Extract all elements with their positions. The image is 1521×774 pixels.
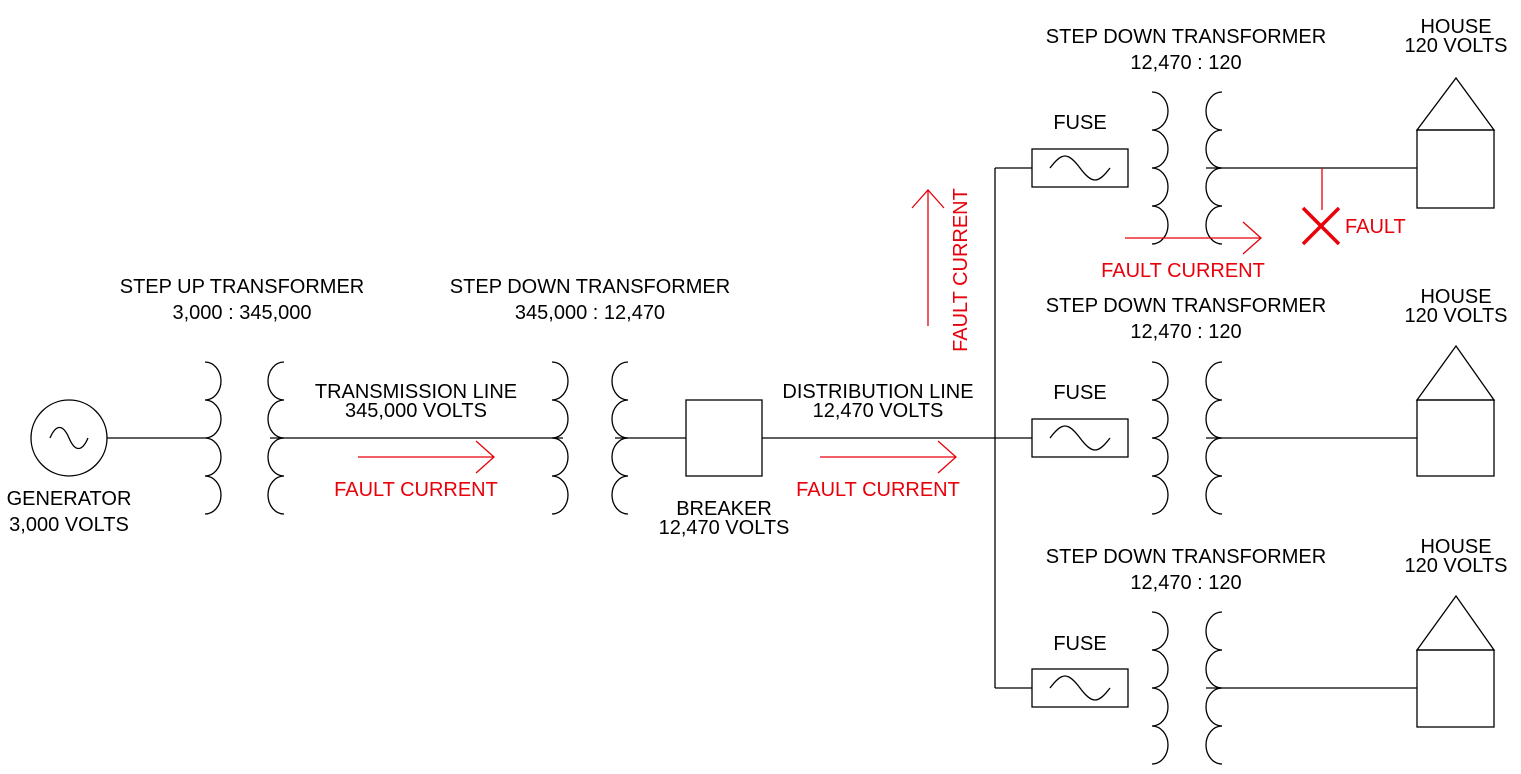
branch-1-fuse — [1031, 148, 1129, 188]
fault-current-label-branch-1: FAULT CURRENT — [1101, 260, 1265, 282]
step-up-transformer — [204, 361, 285, 515]
generator — [30, 399, 108, 477]
generator-voltage: 3,000 VOLTS — [9, 514, 129, 536]
branch-2-house — [1415, 344, 1496, 477]
step-down-transformer-title: STEP DOWN TRANSFORMER — [450, 276, 730, 298]
branch-2-fuse — [1031, 418, 1129, 458]
branch-3-transformer-ratio: 12,470 : 120 — [1130, 572, 1241, 594]
transformer-primary-coil — [1151, 91, 1169, 245]
transformer-primary-coil — [1151, 611, 1169, 765]
distribution-line-voltage: 12,470 VOLTS — [813, 400, 944, 422]
branch-1-transformer-title: STEP DOWN TRANSFORMER — [1046, 26, 1326, 48]
step-down-transformer-ratio: 345,000 : 12,470 — [515, 302, 665, 324]
breaker-box — [685, 399, 763, 477]
branch-2-fuse-label: FUSE — [1053, 382, 1106, 404]
fault-current-arrow-transmission — [358, 440, 495, 474]
fault-x-icon — [1301, 206, 1341, 246]
fault-current-arrow-distribution — [820, 440, 957, 474]
breaker-label: BREAKER — [676, 498, 772, 520]
transmission-line-label: TRANSMISSION LINE — [315, 381, 517, 403]
fault-current-label-distribution: FAULT CURRENT — [796, 479, 960, 501]
fault-current-label-riser: FAULT CURRENT — [950, 188, 972, 352]
fault-current-arrow-riser — [911, 189, 945, 326]
transformer-primary-coil — [204, 361, 222, 515]
breaker-voltage: 12,470 VOLTS — [659, 517, 790, 539]
branch-3-house-label: HOUSE — [1420, 536, 1491, 558]
transformer-primary-coil — [1151, 361, 1169, 515]
step-down-transformer — [551, 361, 629, 515]
distribution-line-label: DISTRIBUTION LINE — [782, 381, 973, 403]
transmission-line-voltage: 345,000 VOLTS — [345, 400, 487, 422]
sine-wave-icon — [1049, 425, 1111, 451]
sine-wave-icon — [1049, 155, 1111, 181]
branch-1-house-voltage: 120 VOLTS — [1404, 35, 1507, 57]
fault-current-label-transmission: FAULT CURRENT — [334, 479, 498, 501]
sine-wave-icon — [49, 426, 89, 450]
branch-3-fuse — [1031, 668, 1129, 708]
sine-wave-icon — [1049, 675, 1111, 701]
branch-2-house-label: HOUSE — [1420, 286, 1491, 308]
branch-3-house-voltage: 120 VOLTS — [1404, 555, 1507, 577]
step-up-transformer-ratio: 3,000 : 345,000 — [172, 302, 311, 324]
branch-2-transformer-ratio: 12,470 : 120 — [1130, 321, 1241, 343]
branch-2-transformer-title: STEP DOWN TRANSFORMER — [1046, 295, 1326, 317]
fault-current-arrow-branch-1 — [1125, 221, 1262, 255]
generator-label: GENERATOR — [7, 488, 132, 510]
branch-1-transformer-ratio: 12,470 : 120 — [1130, 52, 1241, 74]
transformer-secondary-coil — [611, 361, 629, 515]
transformer-secondary-coil — [267, 361, 285, 515]
branch-1-fuse-label: FUSE — [1053, 112, 1106, 134]
step-up-transformer-title: STEP UP TRANSFORMER — [120, 276, 365, 298]
branch-3-transformer-title: STEP DOWN TRANSFORMER — [1046, 546, 1326, 568]
transformer-primary-coil — [551, 361, 569, 515]
fault-marker-label: FAULT — [1345, 216, 1406, 238]
branch-3-house — [1415, 594, 1496, 728]
branch-2-house-voltage: 120 VOLTS — [1404, 305, 1507, 327]
branch-1-house — [1415, 76, 1496, 209]
branch-1-house-label: HOUSE — [1420, 16, 1491, 38]
branch-3-fuse-label: FUSE — [1053, 633, 1106, 655]
